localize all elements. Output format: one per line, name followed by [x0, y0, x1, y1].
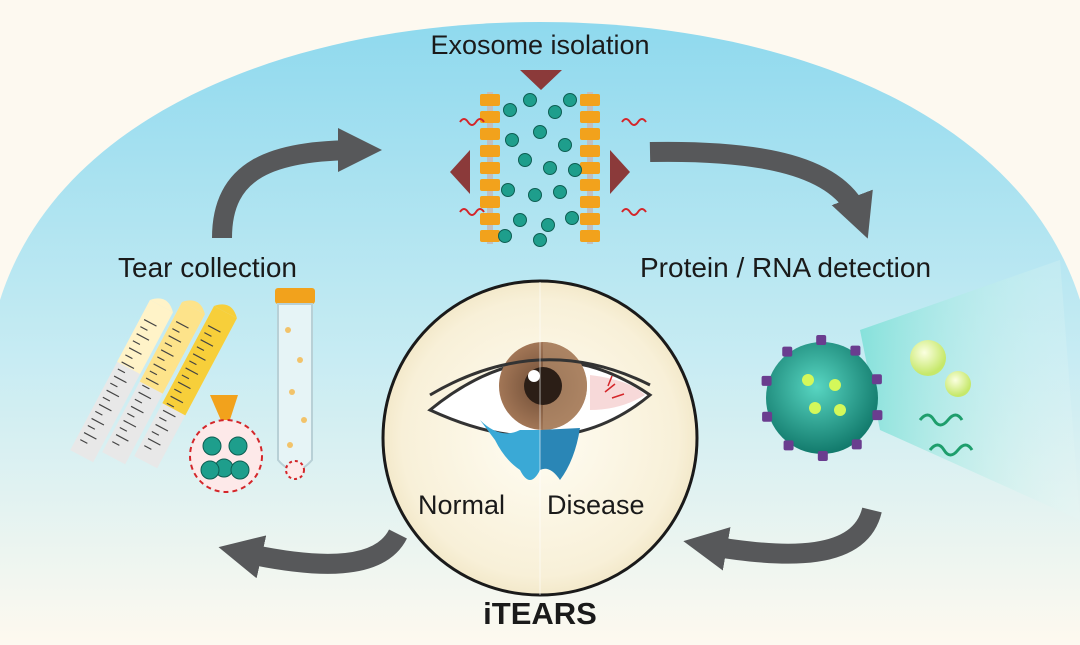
right-triangle	[610, 150, 630, 194]
label-exosome-isolation: Exosome isolation	[430, 30, 650, 60]
label-tear-collection: Tear collection	[118, 252, 297, 283]
arrow-detection-to-eye	[683, 506, 882, 571]
eye-icon	[381, 279, 699, 597]
arrow-eye-to-tear	[218, 528, 407, 579]
label-disease: Disease	[547, 490, 645, 520]
arrow-isolation-to-detection	[649, 141, 873, 239]
arrow-tear-to-isolation	[212, 128, 382, 239]
magnified-exosomes	[189, 419, 263, 493]
top-triangle	[520, 70, 562, 90]
left-triangle	[450, 150, 470, 194]
cycle-arrow-icon	[212, 128, 882, 579]
exosome-detection-icon	[761, 260, 1080, 520]
tear-strips-icon	[70, 298, 263, 493]
label-normal: Normal	[418, 490, 506, 520]
label-protein-rna-detection: Protein / RNA detection	[640, 252, 932, 283]
collection-tube-icon	[275, 288, 315, 480]
diagram-title: iTEARS	[483, 596, 597, 631]
exosome-isolation-device-icon	[450, 70, 647, 247]
